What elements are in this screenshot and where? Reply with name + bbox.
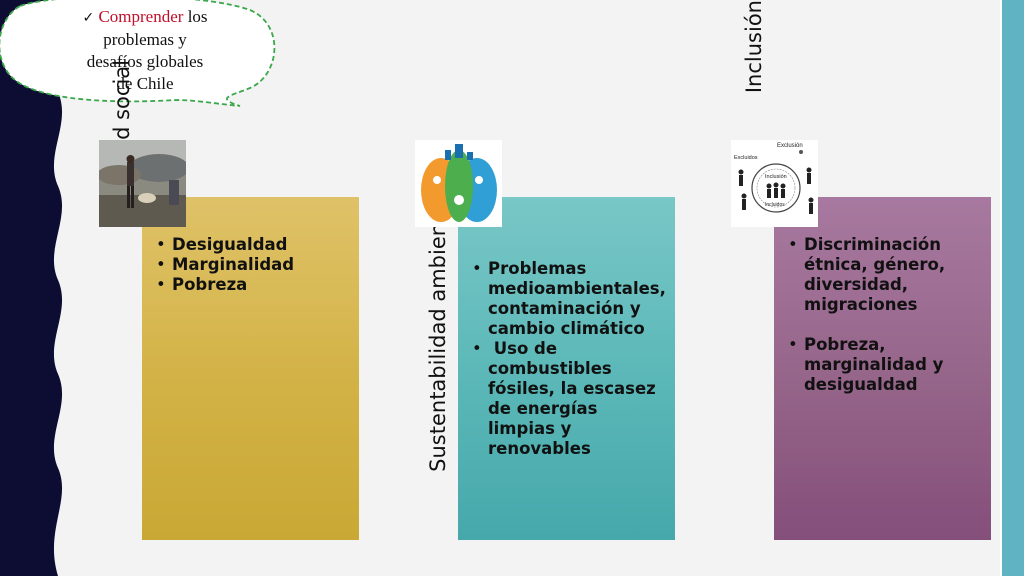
- objective-callout: ✓ Comprender los problemas y desafíos gl…: [0, 0, 280, 112]
- list-item: Desigualdad: [156, 235, 351, 255]
- callout-line2: problemas y: [103, 30, 187, 49]
- card-sustentabilidad: Problemas medioambientales, contaminació…: [458, 197, 675, 540]
- list-item: Discriminación étnica, género, diversida…: [788, 235, 986, 315]
- callout-line4: de Chile: [116, 74, 174, 93]
- column-title-sustentabilidad: Sustentabilidad ambiental: [416, 196, 460, 536]
- bullet-list-inclusion: Discriminación étnica, género, diversida…: [788, 235, 986, 395]
- bullet-list-sustentabilidad: Problemas medioambientales, contaminació…: [472, 259, 670, 459]
- card-inclusion: Discriminación étnica, género, diversida…: [774, 197, 991, 540]
- landfill-photo-icon: [99, 140, 186, 227]
- column-title-text: Inclusión: [742, 0, 766, 94]
- column-title-equidad-social: Equidad social: [100, 60, 144, 400]
- callout-text: ✓ Comprender los problemas y desafíos gl…: [40, 6, 250, 95]
- column-title-text: Sustentabilidad ambiental: [426, 196, 450, 472]
- inclusion-diagram-thumbnail: Exclusión Excluidos Inclusión Incluidos: [731, 140, 818, 227]
- callout-highlight-word: Comprender: [98, 7, 184, 26]
- diagram-label-excluidos: Excluidos: [734, 155, 758, 161]
- left-wavy-band: [0, 0, 63, 576]
- diagram-label-inclusion: Inclusión: [765, 174, 787, 180]
- list-item: Pobreza: [156, 275, 351, 295]
- right-accent-band: [1002, 0, 1024, 576]
- callout-line1-rest: los: [183, 7, 208, 26]
- list-item: Uso de combustibles fósiles, la escasez …: [472, 339, 670, 459]
- check-icon: ✓: [82, 10, 95, 26]
- bullet-list-equidad: Desigualdad Marginalidad Pobreza: [156, 235, 351, 295]
- callout-line3: desafíos globales: [86, 52, 204, 71]
- diagram-label-exclusion: Exclusión: [777, 143, 803, 149]
- inclusion-circle-icon: Exclusión Excluidos Inclusión Incluidos: [731, 140, 818, 227]
- sustainability-leaf-icon: [415, 140, 502, 227]
- card-equidad-social: Desigualdad Marginalidad Pobreza: [142, 197, 359, 540]
- list-item: Problemas medioambientales, contaminació…: [472, 259, 670, 339]
- photo-landfill-thumbnail: [99, 140, 186, 227]
- list-item: Pobreza, marginalidad y desigualdad: [788, 335, 986, 395]
- diagram-label-incluidos: Incluidos: [765, 202, 785, 208]
- list-item: Marginalidad: [156, 255, 351, 275]
- callout-bubble-shape: [0, 0, 276, 107]
- sustainability-graphic-thumbnail: [415, 140, 502, 227]
